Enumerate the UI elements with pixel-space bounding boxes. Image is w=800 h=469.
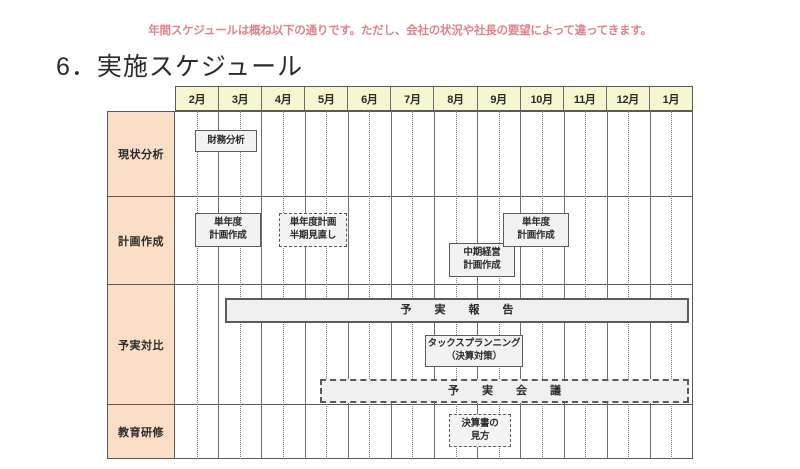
- task-tannendo-keikaku-sakusei[interactable]: 単年度 計画作成: [195, 213, 261, 247]
- task-label-line1: 予 実 報 告: [400, 304, 520, 317]
- page-title: 6．実施スケジュール: [56, 53, 304, 81]
- month-header-cell: 9月: [478, 87, 521, 110]
- task-label-line1: 単年度計画: [289, 217, 337, 229]
- task-label-line2: （決算対策）: [446, 351, 502, 362]
- month-header-cell: 11月: [564, 87, 607, 110]
- row-label-yojitsu-taihi: 予実対比: [107, 285, 175, 404]
- task-label-line2: 半期見直し: [289, 230, 337, 241]
- month-header-cell: 4月: [262, 87, 306, 110]
- month-header-cell: 8月: [434, 87, 478, 110]
- month-header-cell: 12月: [607, 87, 650, 110]
- schedule-gantt-chart: 2月 3月 4月 5月 6月 7月 8月 9月 10月 11月 12月 1月 現…: [107, 86, 693, 459]
- month-header-cell: 7月: [391, 87, 435, 110]
- task-yojitsu-hokoku-bar[interactable]: 予 実 報 告: [225, 298, 689, 323]
- task-kessansho-mikata[interactable]: 決算書の 見方: [449, 414, 511, 447]
- month-header-row: 2月 3月 4月 5月 6月 7月 8月 9月 10月 11月 12月 1月: [175, 86, 693, 111]
- task-label-line1: 決算書の: [461, 417, 499, 429]
- gantt-row: 現状分析: [107, 111, 693, 196]
- task-tannendo-keikaku-aki[interactable]: 単年度 計画作成: [503, 213, 569, 247]
- subtitle-text: 年間スケジュールは概ね以下の通りです。ただし、会社の状況や社長の要望によって違っ…: [148, 25, 652, 37]
- row-track: [175, 112, 693, 196]
- task-yojitsu-kaigi-bar[interactable]: 予 実 会 議: [320, 379, 689, 403]
- task-label-line2: 計画作成: [209, 230, 247, 241]
- row-label-keikaku-sakusei: 計画作成: [107, 197, 175, 284]
- row-label-genjo-bunseki: 現状分析: [107, 112, 175, 196]
- task-label-line2: 計画作成: [517, 230, 555, 241]
- task-label-line1: タックスプランニング: [427, 338, 521, 350]
- task-label-line1: 単年度: [214, 217, 242, 229]
- task-tax-planning[interactable]: タックスプランニング （決算対策）: [425, 335, 523, 367]
- month-header-cell: 5月: [305, 87, 349, 110]
- task-label-line2: 見方: [470, 430, 490, 442]
- task-label-line1: 中期経営: [463, 247, 501, 259]
- task-label-line1: 財務分析: [207, 134, 245, 146]
- task-hanki-minaoshi[interactable]: 単年度計画 半期見直し: [279, 213, 347, 247]
- month-header-cell: 2月: [176, 87, 220, 110]
- row-track: [175, 405, 693, 458]
- month-header-cell: 1月: [662, 93, 680, 106]
- gantt-row: 教育研修: [107, 404, 693, 459]
- month-header-cell: 3月: [219, 87, 263, 110]
- month-header-cell: 6月: [348, 87, 392, 110]
- task-label-line1: 単年度: [522, 217, 550, 229]
- task-chuki-keiei-keikaku[interactable]: 中期経営 計画作成: [449, 243, 515, 277]
- task-label-line1: 予 実 会 議: [448, 384, 567, 397]
- task-zaimu-bunseki[interactable]: 財務分析: [195, 130, 257, 152]
- gantt-body: 現状分析 計画作成 予実対比 教育研修: [107, 111, 693, 459]
- task-label-line2: 計画作成: [463, 260, 501, 271]
- month-header-cell: 10月: [521, 87, 564, 110]
- row-label-kyoiku-kenshu: 教育研修: [107, 405, 175, 458]
